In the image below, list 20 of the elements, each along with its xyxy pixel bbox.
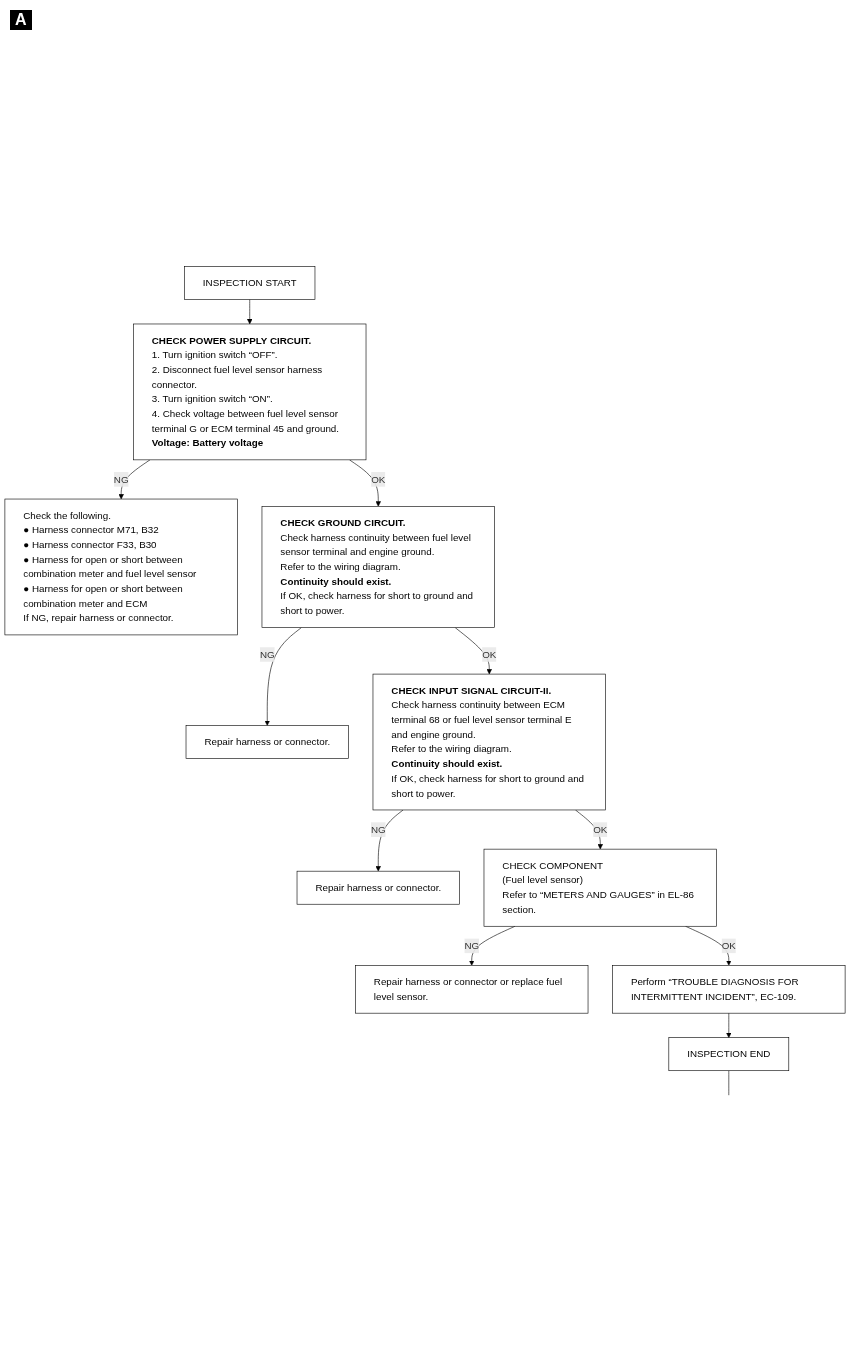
node-box: CHECK GROUND CIRCUIT. Check harness continuity between fuel level sensor terminal and engine ground. Refer to the wiring diagram. Continuity should exist. If OK, check harness for short to ground and short to power. bbox=[261, 506, 495, 628]
node-box: CHECK INPUT SIGNAL CIRCUIT-II. Check harness continuity between ECM terminal 68 or fuel level sensor terminal E and engine ground. Refer to the wiring diagram. Continuity should exist. If OK, check harness for short to ground and short to power. bbox=[372, 673, 606, 811]
edge-label: NG bbox=[370, 824, 386, 835]
edge-label: NG bbox=[464, 940, 480, 951]
node-box: CHECK COMPONENT (Fuel level sensor) Refer to “METERS AND GAUGES” in EL-86 section. bbox=[483, 848, 717, 927]
edge-label: OK bbox=[371, 473, 386, 485]
edge-label: OK bbox=[593, 824, 608, 835]
node-box: Perform “TROUBLE DIAGNOSIS FOR INTERMITTENT INCIDENT”, EC-109. bbox=[612, 965, 846, 1014]
node-box: Check the following. ● Harness connector M71, B32 ● Harness connector F33, B30 ● Harness for open or short between combination meter and fuel level sensor ● Harness for open or short between combination meter and ECM If NG, repair harness or connector. bbox=[4, 498, 238, 636]
edge-label: NG bbox=[259, 648, 275, 660]
node-box: Repair harness or connector. bbox=[185, 725, 349, 759]
edge-label: OK bbox=[482, 648, 497, 660]
step-marker: A bbox=[10, 10, 32, 30]
node-box: Repair harness or connector. bbox=[296, 870, 460, 905]
edge-label: OK bbox=[721, 940, 736, 951]
node-box: INSPECTION END bbox=[668, 1037, 790, 1071]
edge-label: NG bbox=[113, 473, 129, 485]
node-box: CHECK POWER SUPPLY CIRCUIT. 1. Turn ignition switch “OFF”. 2. Disconnect fuel level sensor harness connector. 3. Turn ignition switch “ON”. 4. Check voltage between fuel level sensor terminal G or ECM terminal 45 and ground. Voltage: Battery voltage bbox=[133, 323, 367, 461]
node-box: INSPECTION START bbox=[184, 266, 316, 300]
node-box: Repair harness or connector or replace fuel level sensor. bbox=[355, 965, 589, 1014]
